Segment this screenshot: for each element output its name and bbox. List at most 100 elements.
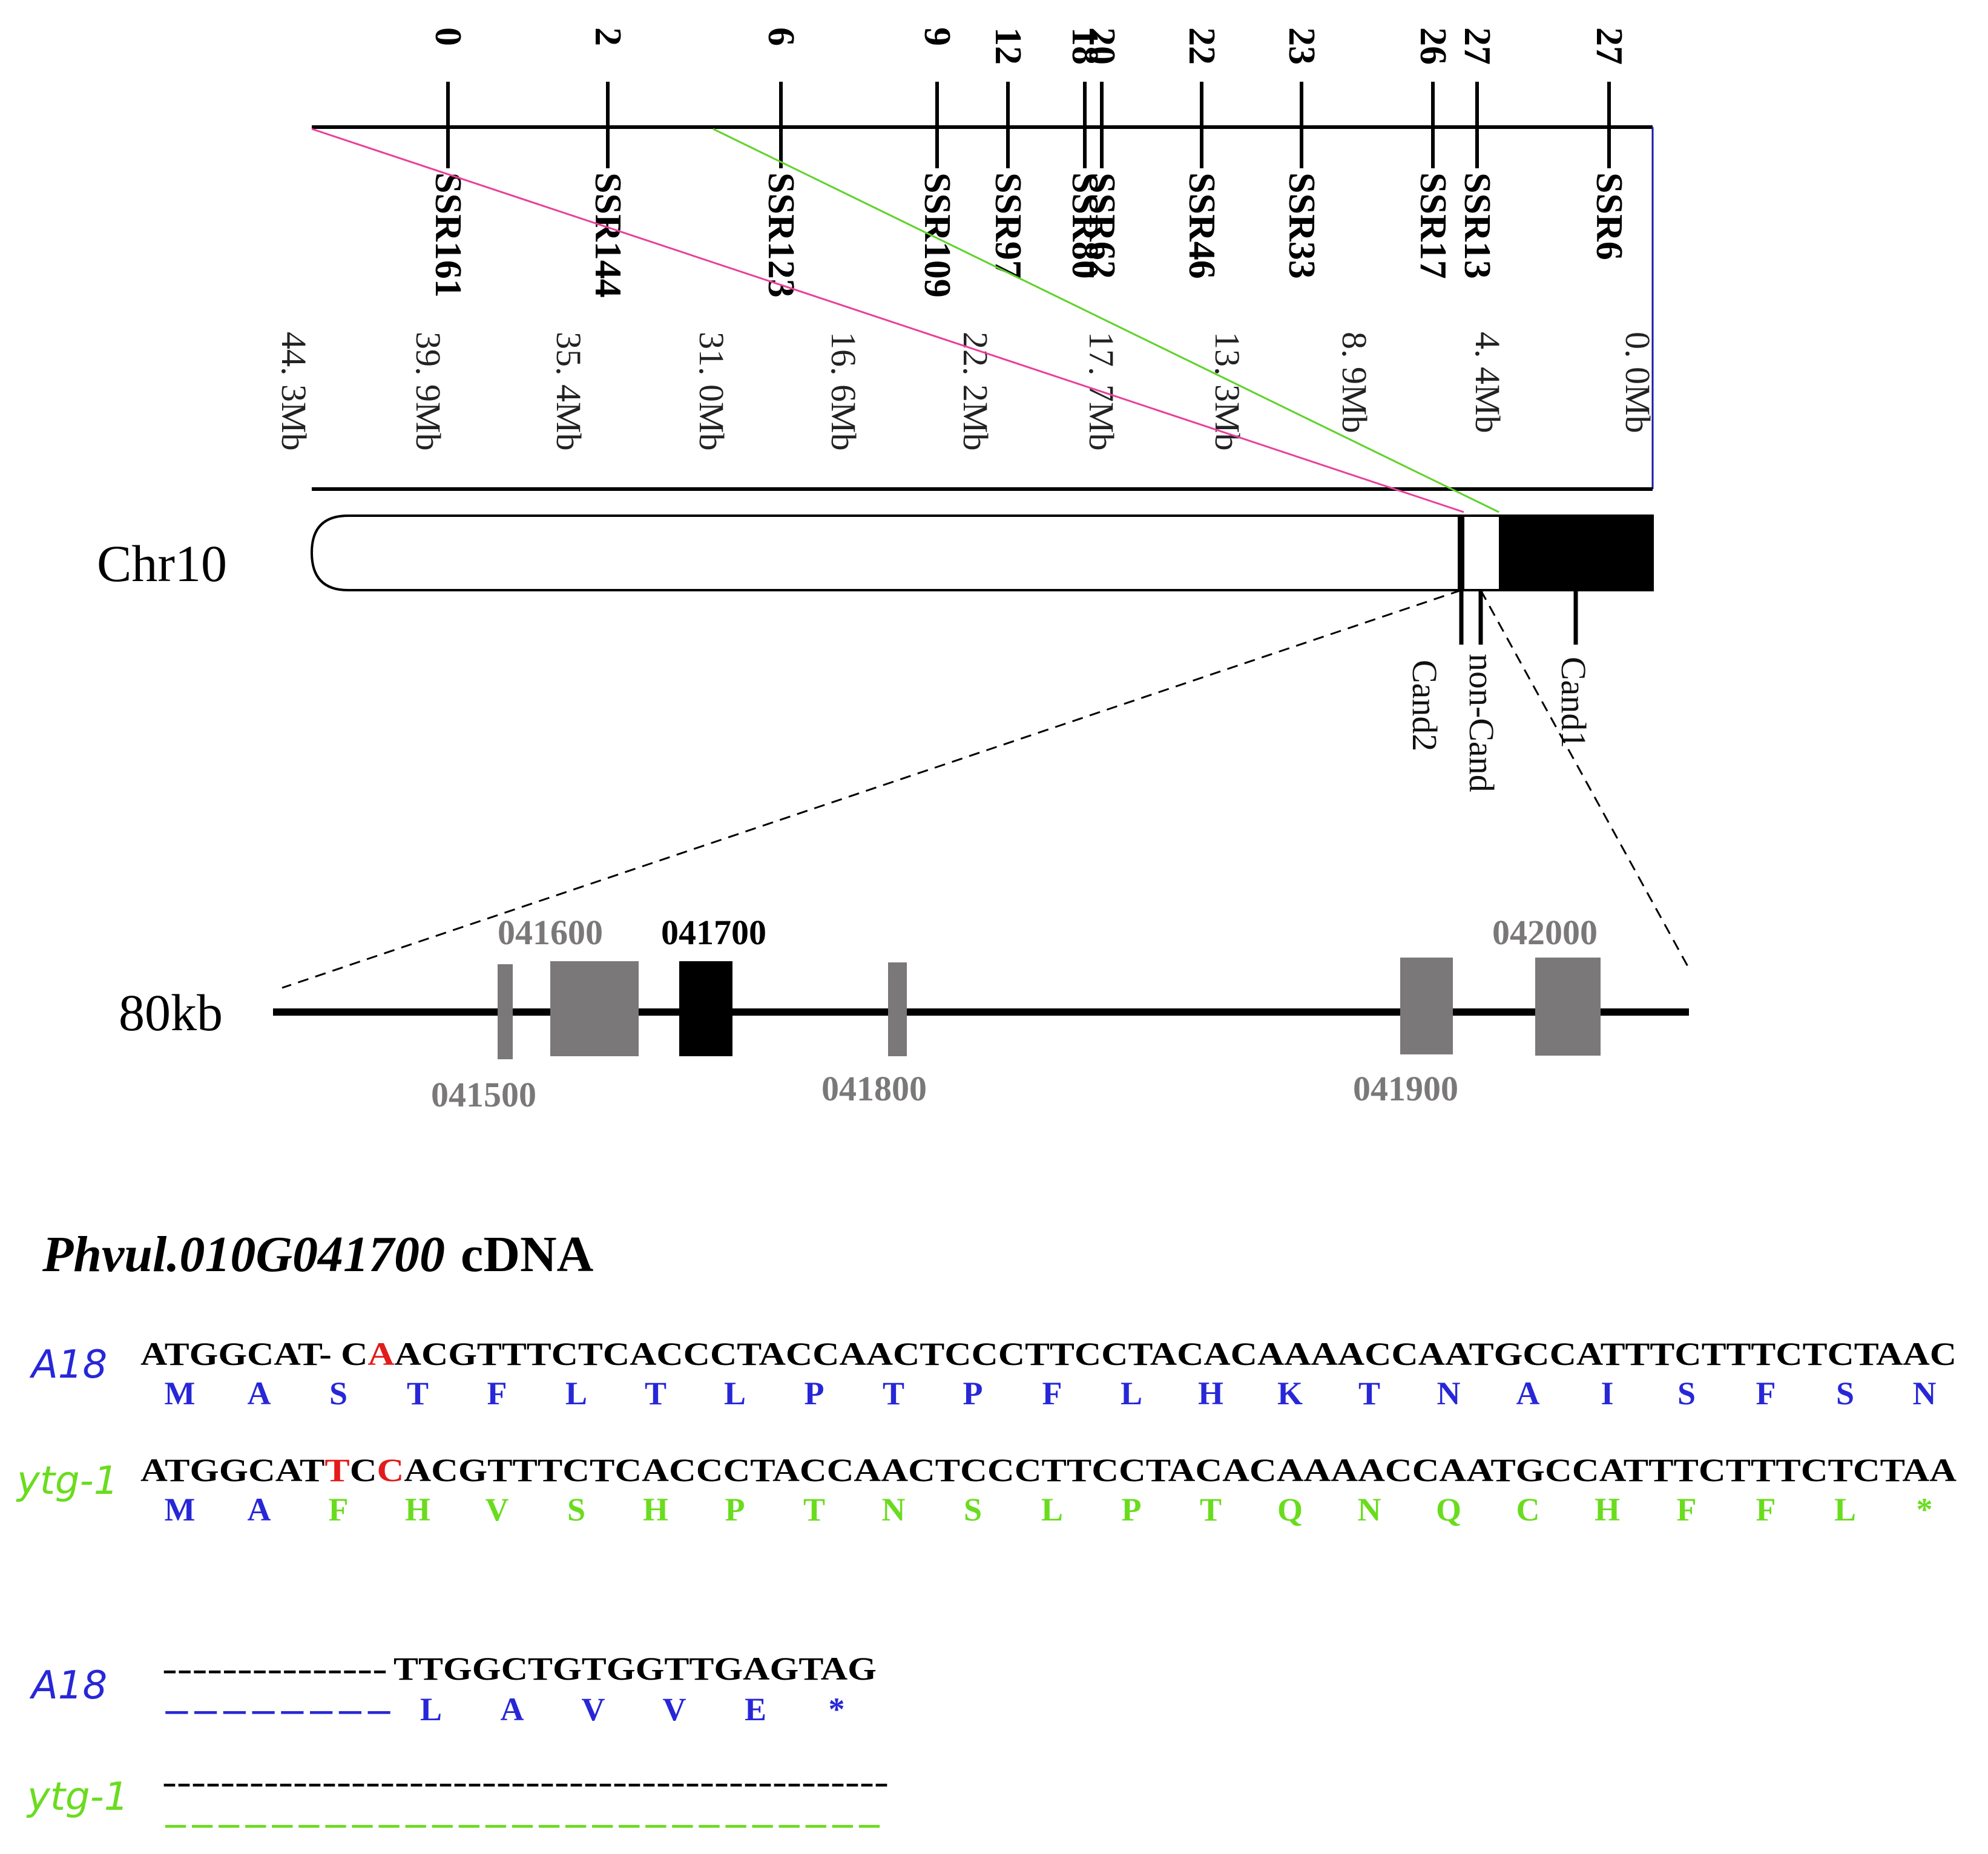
marker-cm-ssr33: 23: [1281, 27, 1322, 65]
a18-seq-part-3: ACGTTTCTCACCCTACCAACTCCCTTCCTACACAAAACCA…: [395, 1336, 1957, 1372]
amino-acid: F: [1042, 1375, 1062, 1412]
amino-acid: T: [407, 1375, 429, 1412]
marker-name-ssr62: SSR62: [1081, 173, 1122, 279]
gene-label-041800: 041800: [821, 1069, 927, 1108]
cdna-title-gene: Phvul.010G041700: [42, 1226, 445, 1283]
gene-box-042000: [1535, 958, 1601, 1056]
amino-acid: E: [745, 1691, 766, 1727]
amino-acid: H: [405, 1491, 430, 1528]
gene-label-041500: 041500: [431, 1075, 536, 1114]
mb-label-10: 0. 0Mb: [1618, 332, 1657, 433]
non-cand-label: non-Cand: [1462, 654, 1501, 792]
mb-label-1: 39. 9Mb: [409, 332, 448, 451]
amino-acid: N: [1437, 1375, 1461, 1412]
pink-connector-line: [311, 128, 1464, 513]
zoom-dashed-left: [281, 589, 1462, 989]
ytg-aa-dashes-2: ---------------------------: [162, 1805, 883, 1841]
amino-acid: N: [1913, 1375, 1937, 1412]
amino-acid: I: [1601, 1375, 1613, 1412]
amino-acid: S: [329, 1375, 347, 1412]
marker-cm-ssr6: 27: [1588, 27, 1630, 65]
a18-aa-dashes-2: --------: [162, 1691, 393, 1727]
marker-list: 0SSR1612SSR1446SSR1239SSR10912SSR9718SSR…: [427, 27, 1630, 298]
mb-label-3: 31. 0Mb: [692, 332, 731, 451]
amino-acid: L: [565, 1375, 587, 1412]
gene-box-041500: [498, 964, 513, 1059]
ytg-seq-part-1: ATGGCAT: [140, 1452, 324, 1488]
gene-box-041900: [1400, 958, 1453, 1054]
gene-label-041700: 041700: [661, 913, 766, 952]
amino-acid: S: [567, 1491, 585, 1528]
mb-label-7: 13. 3Mb: [1208, 332, 1247, 451]
amino-acid: S: [1836, 1375, 1854, 1412]
amino-acid: *: [1917, 1491, 1933, 1528]
marker-name-ssr123: SSR123: [760, 173, 801, 298]
gene-box-041700: [679, 961, 732, 1056]
amino-acid: A: [1516, 1375, 1540, 1412]
amino-acid: H: [1595, 1491, 1620, 1528]
marker-cm-ssr62: 20: [1081, 27, 1122, 65]
marker-name-ssr6: SSR6: [1588, 173, 1630, 260]
marker-cm-ssr97: 12: [987, 27, 1029, 65]
marker-cm-ssr144: 2: [587, 27, 628, 46]
marker-cm-ssr123: 6: [760, 27, 801, 46]
amino-acid: F: [1677, 1491, 1697, 1528]
amino-acid: A: [248, 1491, 271, 1528]
cand2-band: [1458, 516, 1464, 590]
amino-acid: L: [1121, 1375, 1142, 1412]
amino-acid: F: [487, 1375, 507, 1412]
ytg-dashes-2: ----------------------------------------…: [162, 1764, 889, 1800]
amino-acid: T: [883, 1375, 904, 1412]
a18-seq-part-1: ATGGCAT- C: [140, 1336, 367, 1372]
gene-label-041900: 041900: [1353, 1069, 1458, 1108]
mb-label-4: 16. 6Mb: [824, 332, 863, 451]
ytg-seq-mutation-2: C: [377, 1452, 404, 1488]
chromosome-body: [310, 514, 1654, 591]
mb-label-0: 44. 3Mb: [274, 332, 314, 451]
amino-acid: Q: [1277, 1491, 1303, 1528]
amino-acid: F: [1756, 1375, 1776, 1412]
amino-acid: P: [963, 1375, 983, 1412]
amino-acid: L: [420, 1691, 442, 1727]
chromosome-name: Chr10: [97, 534, 227, 593]
amino-acid: T: [1200, 1491, 1222, 1528]
marker-name-ssr144: SSR144: [587, 173, 628, 298]
amino-acid: H: [643, 1491, 668, 1528]
marker-name-ssr13: SSR13: [1456, 173, 1498, 279]
amino-acid: P: [1122, 1491, 1142, 1528]
chromosome: Chr10 Cand2 non-Cand Cand1: [97, 514, 1654, 792]
marker-name-ssr80: SSR80: [1064, 173, 1105, 279]
amino-acid: M: [165, 1491, 196, 1528]
amino-acid: H: [1198, 1375, 1223, 1412]
amino-acid: S: [1677, 1375, 1696, 1412]
mb-label-2: 35. 4Mb: [549, 332, 588, 451]
ytg-label-1: ytg-1: [16, 1459, 118, 1504]
amino-acid: P: [725, 1491, 745, 1528]
a18-label-1: A18: [29, 1343, 107, 1387]
marker-cm-ssr109: 9: [917, 27, 958, 46]
cdna-title: Phvul.010G041700 cDNA: [42, 1226, 594, 1283]
marker-cm-ssr46: 22: [1181, 27, 1222, 65]
amino-acid: T: [1358, 1375, 1380, 1412]
amino-acid: F: [1756, 1491, 1776, 1528]
green-connector-line: [713, 128, 1499, 513]
amino-acid: M: [165, 1375, 196, 1412]
a18-dashes-2: ---------------: [162, 1651, 387, 1687]
amino-acid: L: [724, 1375, 746, 1412]
marker-name-ssr109: SSR109: [917, 173, 958, 298]
amino-acid: N: [882, 1491, 906, 1528]
amino-acid: L: [1041, 1491, 1063, 1528]
marker-name-ssr46: SSR46: [1181, 173, 1222, 279]
cand2-label: Cand2: [1405, 660, 1444, 751]
marker-name-ssr33: SSR33: [1281, 173, 1322, 279]
amino-acid: A: [248, 1375, 271, 1412]
marker-name-ssr97: SSR97: [987, 173, 1029, 279]
amino-acid: V: [663, 1691, 686, 1727]
